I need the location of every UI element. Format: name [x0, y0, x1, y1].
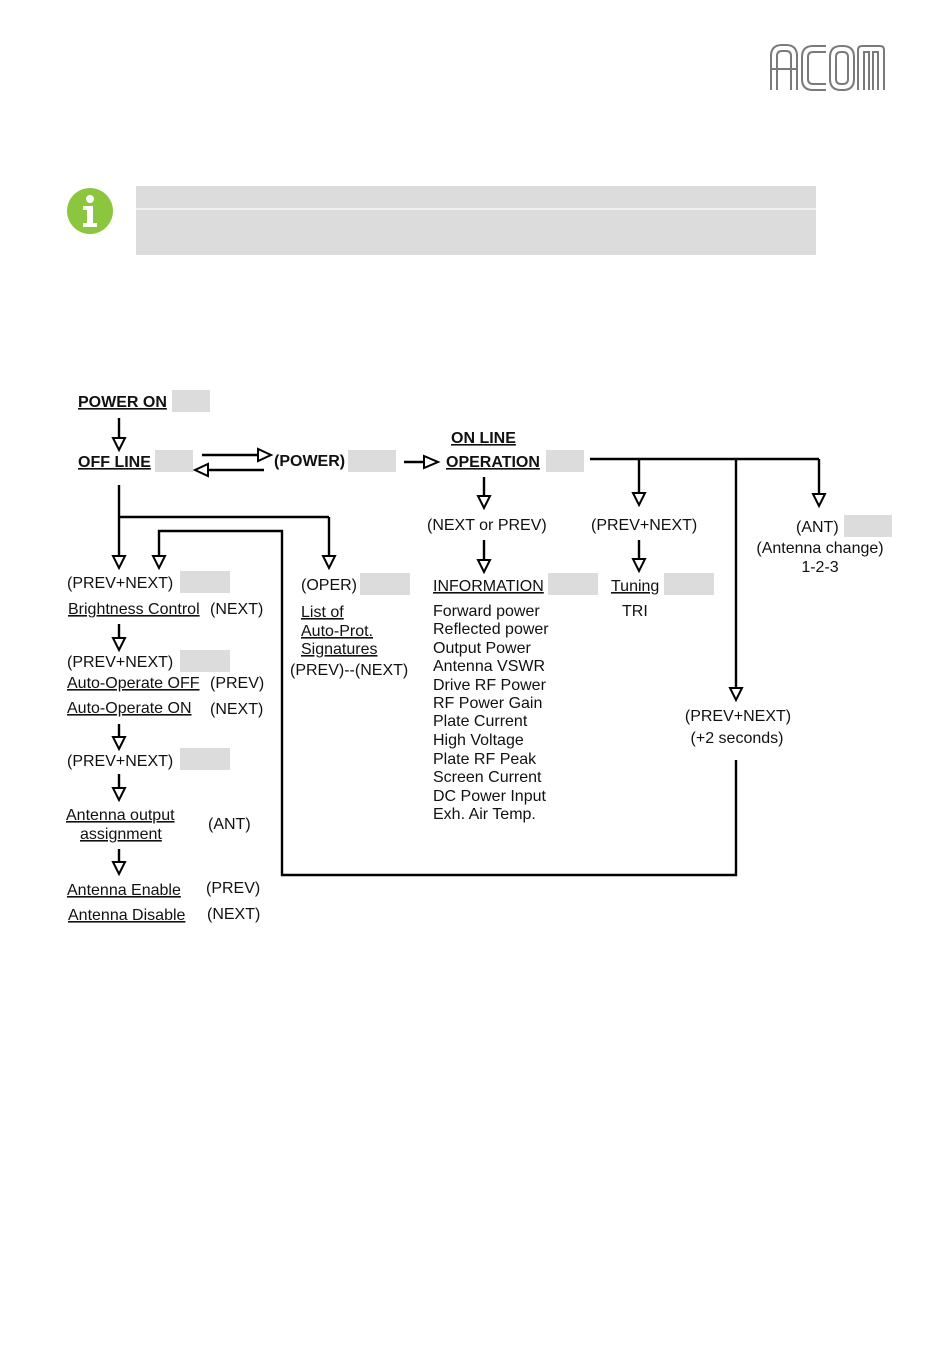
next-key-b: (NEXT) — [210, 701, 263, 718]
power-on-state: POWER ON — [78, 394, 167, 411]
ant-key-2: (ANT) — [208, 816, 251, 833]
arrowhead-down — [111, 736, 127, 752]
prev-next-key: (PREV+NEXT) — [591, 517, 697, 534]
arrowhead-right — [423, 454, 441, 470]
arrowhead-down — [111, 861, 127, 877]
operation-state: OPERATION — [446, 454, 540, 471]
arrowhead-down — [151, 555, 167, 571]
note-box — [136, 186, 816, 255]
ant-key: (ANT) — [796, 519, 839, 536]
antenna-enable: Antenna Enable — [67, 882, 181, 899]
two-seconds-label: (+2 seconds) — [691, 730, 784, 747]
info-item: Screen Current — [433, 769, 542, 786]
list-of-label: List of — [301, 604, 344, 621]
arrowhead-down — [811, 493, 827, 509]
prev-key-a: (PREV) — [210, 675, 264, 692]
flow-lines — [117, 418, 821, 877]
setup-key-a: (PREV+NEXT) — [67, 575, 173, 592]
tuning-menu: Tuning — [611, 578, 659, 595]
antenna-change-label: (Antenna change) — [756, 540, 883, 557]
arrowhead-right — [257, 447, 274, 463]
info-item: Output Power — [433, 640, 532, 657]
note-divider — [136, 208, 816, 210]
info-item: Plate RF Peak — [433, 751, 537, 768]
oper-key: (OPER) — [301, 577, 357, 594]
information-list: Forward power Reflected power Output Pow… — [433, 603, 549, 823]
signatures-label: Signatures — [301, 641, 378, 658]
auto-prot-label: Auto-Prot. — [301, 623, 373, 640]
arrowhead-down — [111, 437, 127, 453]
arrowhead-down — [631, 558, 647, 574]
info-item: High Voltage — [433, 732, 524, 749]
setup-key-b: (PREV+NEXT) — [67, 654, 173, 671]
power-key-label: (POWER) — [274, 453, 345, 470]
information-menu: INFORMATION — [433, 578, 544, 595]
info-item: Exh. Air Temp. — [433, 806, 536, 823]
arrowhead-down — [476, 559, 492, 575]
setup-key-c: (PREV+NEXT) — [67, 753, 173, 770]
prev-next-hold-key: (PREV+NEXT) — [685, 708, 791, 725]
arrowhead-down — [321, 555, 337, 571]
tri-label: TRI — [622, 603, 648, 620]
info-item: Antenna VSWR — [433, 658, 545, 675]
arrowhead-down — [111, 787, 127, 803]
next-key-a: (NEXT) — [210, 601, 263, 618]
info-item: RF Power Gain — [433, 695, 542, 712]
arrowhead-down — [631, 492, 647, 508]
auto-operate-off: Auto-Operate OFF — [67, 675, 200, 692]
info-icon — [67, 188, 113, 234]
grey-placeholders — [155, 390, 892, 770]
antenna-cycle-label: 1-2-3 — [801, 559, 838, 576]
next-key-c: (NEXT) — [207, 906, 260, 923]
arrowhead-down — [111, 555, 127, 571]
info-item: Drive RF Power — [433, 677, 547, 694]
brightness-control: Brightness Control — [68, 601, 200, 618]
prev-next-nav-key: (PREV)--(NEXT) — [290, 662, 408, 679]
arrowhead-down — [728, 687, 744, 703]
antenna-disable: Antenna Disable — [68, 907, 186, 924]
arrowhead-down — [111, 637, 127, 653]
on-line-state: ON LINE — [451, 430, 516, 447]
info-item: Forward power — [433, 603, 540, 620]
acom-logo — [770, 44, 885, 91]
info-item: Reflected power — [433, 621, 549, 638]
antenna-output-label: Antenna output — [66, 807, 175, 824]
arrowhead-down — [476, 495, 492, 511]
info-item: DC Power Input — [433, 788, 546, 805]
arrowheads — [111, 437, 827, 877]
arrowhead-left — [192, 462, 209, 478]
next-or-prev-key: (NEXT or PREV) — [427, 517, 547, 534]
auto-operate-on: Auto-Operate ON — [67, 700, 192, 717]
info-item: Plate Current — [433, 713, 528, 730]
off-line-state: OFF LINE — [78, 454, 151, 471]
prev-key-b: (PREV) — [206, 880, 260, 897]
assignment-label: assignment — [80, 826, 162, 843]
